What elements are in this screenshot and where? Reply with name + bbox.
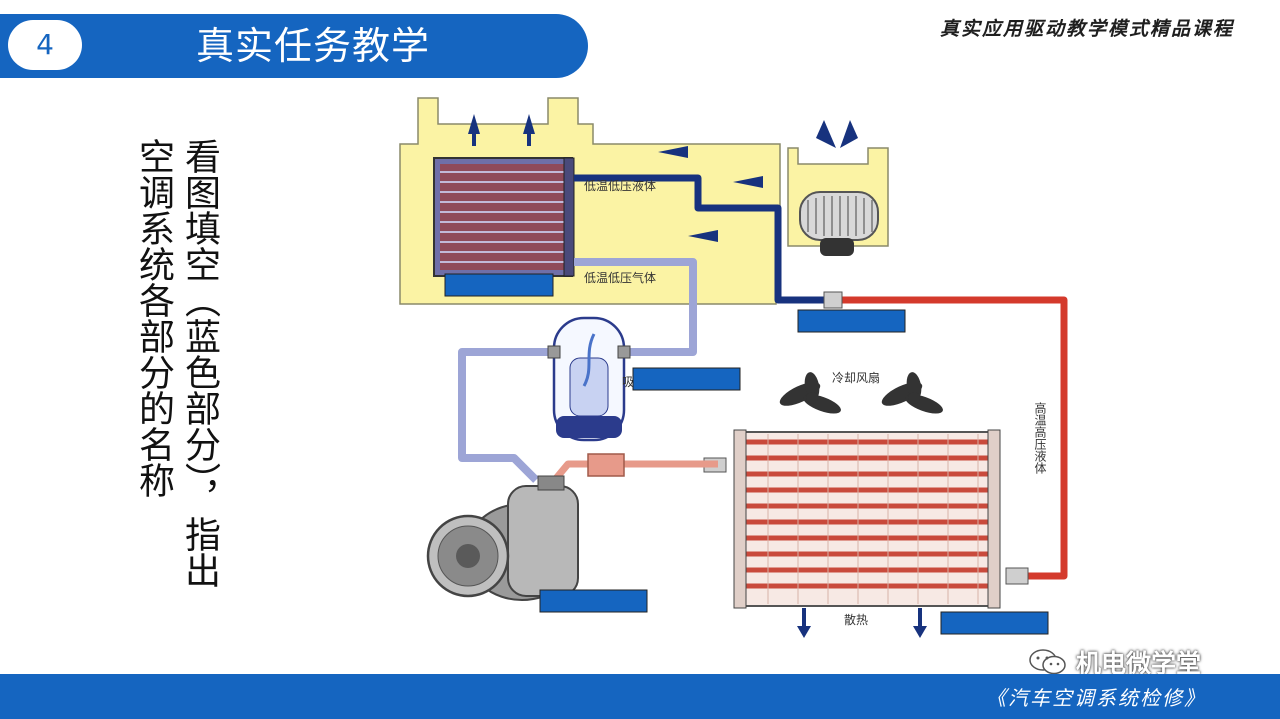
blower-fan	[799, 191, 879, 256]
slide-number: 4	[8, 20, 82, 70]
blank-condenser	[940, 611, 1049, 635]
course-name: 真实应用驱动教学模式精品课程	[939, 18, 1234, 40]
blank-compressor	[539, 589, 648, 613]
heat-arrows	[797, 608, 927, 638]
high-pressure-line	[838, 296, 1068, 580]
evaporator-core	[433, 157, 575, 277]
condenser	[733, 429, 1001, 609]
blank-expansion-valve	[797, 309, 906, 333]
ac-system-diagram: 低温低压液体 低温低压气体 吸 冷却风扇 散热 高温高压液体	[388, 96, 1068, 670]
low-pressure-gas-line	[574, 258, 697, 356]
accumulator	[547, 316, 631, 442]
suction-line	[458, 348, 548, 483]
instruction-text: 看图填空（蓝色部分），指出空调系统各部分的名称	[133, 138, 220, 588]
answer-blanks	[444, 273, 1049, 635]
footer-bar	[0, 674, 1280, 719]
watermark: 机电微学堂	[1028, 644, 1201, 680]
blank-evaporator	[444, 273, 554, 297]
label-high-temp-liquid: 高温高压液体	[1033, 401, 1047, 475]
footer-course-title: 《汽车空调系统检修》	[986, 686, 1206, 710]
muffler	[587, 453, 625, 477]
label-low-temp-liquid: 低温低压液体	[584, 178, 656, 193]
label-heat-dissipation: 散热	[844, 612, 868, 627]
label-low-temp-gas: 低温低压气体	[584, 270, 656, 285]
label-suction: 吸	[622, 375, 634, 389]
slide-title: 真实任务教学	[196, 24, 431, 68]
blank-accumulator	[632, 367, 741, 391]
header-bar	[0, 14, 588, 78]
cooling-fan	[779, 372, 943, 414]
watermark-text: 机电微学堂	[1076, 649, 1202, 678]
compressor	[426, 475, 579, 601]
airflow-arrows	[468, 114, 858, 242]
label-cooling-fan: 冷却风扇	[832, 370, 880, 385]
wechat-icon	[1029, 649, 1066, 675]
low-pressure-liquid-line	[574, 174, 838, 304]
discharge-line	[545, 460, 718, 491]
